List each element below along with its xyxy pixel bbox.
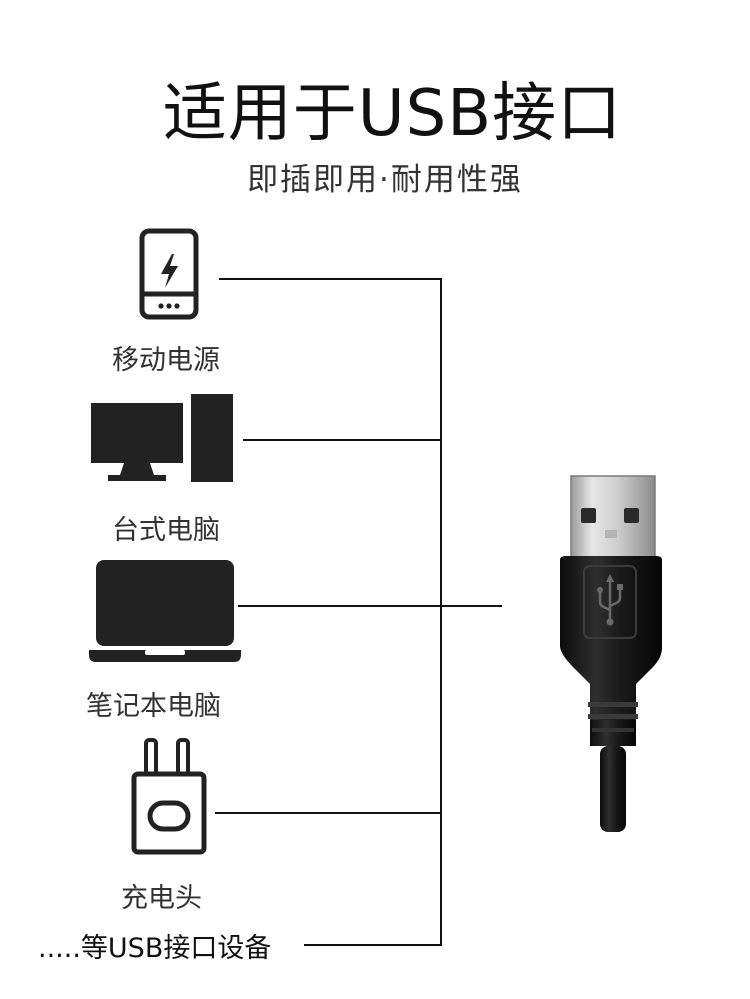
device-label-power-bank: 移动电源 [112,345,220,376]
wire-power-bank [219,278,442,280]
usb-cable-icon [560,475,662,832]
footer-usb-devices-label: .....等USB接口设备 [38,933,272,964]
wire-desktop [243,439,442,441]
wire-vertical-trunk [440,278,442,946]
wire-footer [304,944,442,946]
charger-plug-icon [131,738,207,855]
wire-charger [215,812,442,814]
page-title: 适用于USB接口 [162,77,623,151]
power-bank-icon [139,228,199,320]
laptop-icon [89,560,241,662]
page-subtitle: 即插即用·耐用性强 [247,162,523,198]
device-label-charger: 充电头 [121,883,202,914]
wire-laptop [238,605,502,607]
device-label-laptop: 笔记本电脑 [86,691,221,722]
device-label-desktop: 台式电脑 [112,515,220,546]
desktop-computer-icon [91,394,233,482]
